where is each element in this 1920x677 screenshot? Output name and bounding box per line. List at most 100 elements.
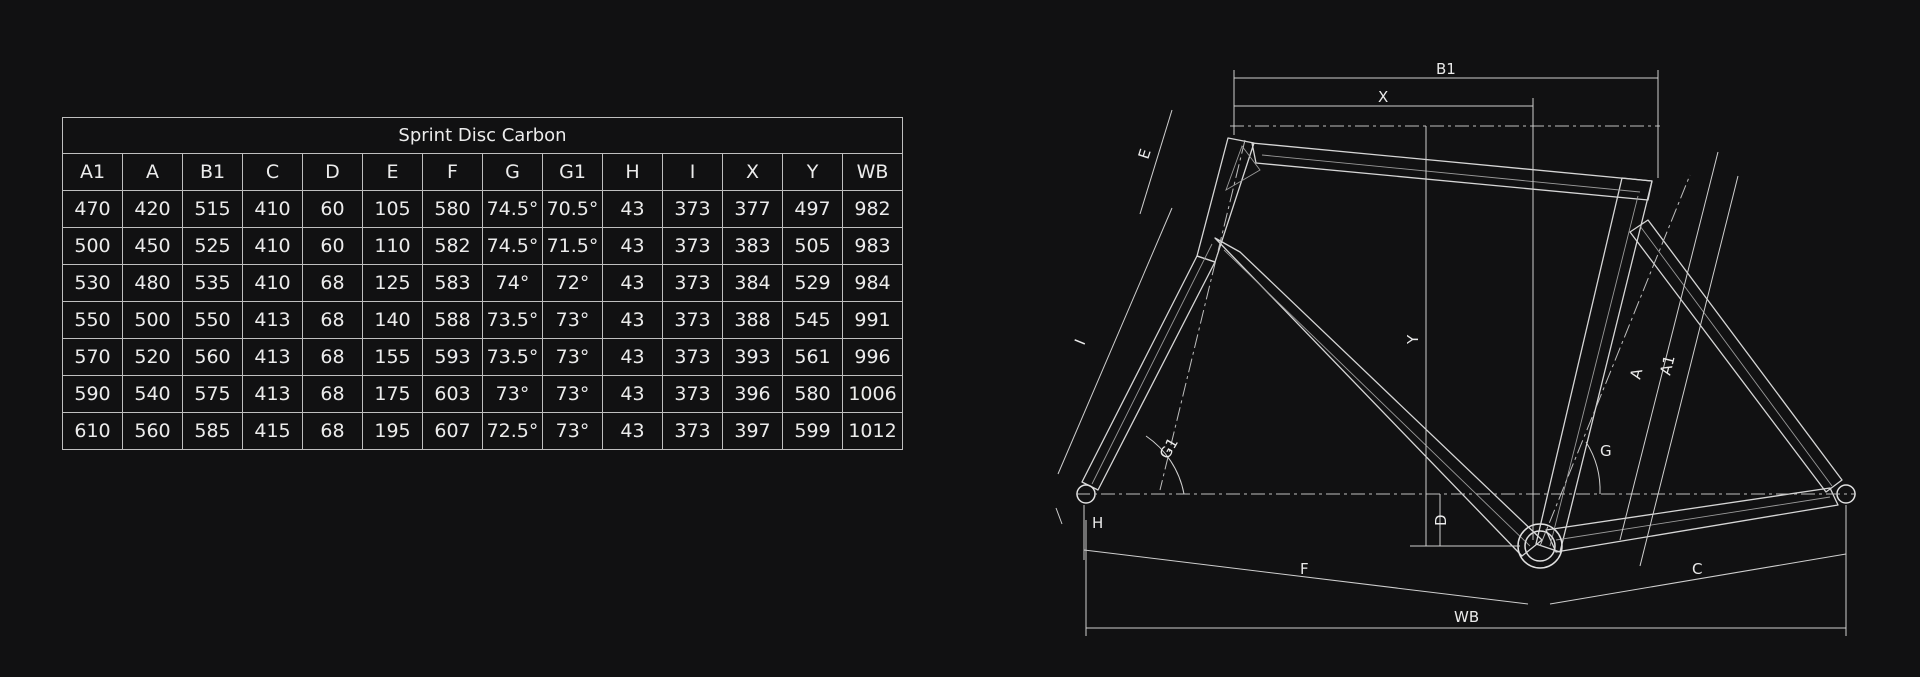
table-cell: 599 — [782, 412, 843, 450]
table-cell: 68 — [302, 412, 363, 450]
table-cell: 413 — [242, 338, 303, 376]
table-cell: 1006 — [842, 375, 903, 413]
table-cell: 68 — [302, 338, 363, 376]
table-cell: 984 — [842, 264, 903, 302]
table-cell: 68 — [302, 375, 363, 413]
label-e: E — [1135, 147, 1155, 162]
table-cell: 73° — [542, 338, 603, 376]
table-cell: 73° — [542, 375, 603, 413]
label-g: G — [1600, 442, 1612, 460]
table-cell: 71.5° — [542, 227, 603, 265]
column-header: WB — [842, 153, 903, 191]
table-cell: 373 — [662, 375, 723, 413]
label-f: F — [1300, 560, 1309, 578]
table-cell: 415 — [242, 412, 303, 450]
table-cell: 470 — [62, 190, 123, 228]
down-tube — [1214, 237, 1543, 557]
table-cell: 530 — [62, 264, 123, 302]
table-title: Sprint Disc Carbon — [62, 117, 903, 154]
table-cell: 497 — [782, 190, 843, 228]
seat-stay — [1629, 219, 1843, 493]
column-header: A1 — [62, 153, 123, 191]
table-cell: 580 — [782, 375, 843, 413]
table-cell: 43 — [602, 375, 663, 413]
table-cell: 125 — [362, 264, 423, 302]
table-cell: 383 — [722, 227, 783, 265]
table-cell: 500 — [122, 301, 183, 339]
top-tube — [1251, 142, 1653, 201]
label-g1: G1 — [1156, 435, 1182, 462]
table-cell: 384 — [722, 264, 783, 302]
table-cell: 982 — [842, 190, 903, 228]
table-cell: 396 — [722, 375, 783, 413]
column-header: G1 — [542, 153, 603, 191]
table-cell: 550 — [182, 301, 243, 339]
table-cell: 195 — [362, 412, 423, 450]
label-b1: B1 — [1436, 60, 1456, 78]
table-cell: 74° — [482, 264, 543, 302]
table-cell: 68 — [302, 264, 363, 302]
table-cell: 373 — [662, 264, 723, 302]
table-cell: 60 — [302, 190, 363, 228]
table-cell: 43 — [602, 264, 663, 302]
table-cell: 74.5° — [482, 227, 543, 265]
table-cell: 413 — [242, 301, 303, 339]
table-cell: 72° — [542, 264, 603, 302]
table-cell: 515 — [182, 190, 243, 228]
table-cell: 397 — [722, 412, 783, 450]
table-cell: 60 — [302, 227, 363, 265]
table-cell: 373 — [662, 227, 723, 265]
table-cell: 450 — [122, 227, 183, 265]
table-cell: 373 — [662, 412, 723, 450]
table-cell: 74.5° — [482, 190, 543, 228]
table-cell: 560 — [182, 338, 243, 376]
table-cell: 520 — [122, 338, 183, 376]
column-header: Y — [782, 153, 843, 191]
label-h: H — [1092, 514, 1103, 532]
table-cell: 420 — [122, 190, 183, 228]
label-y: Y — [1404, 334, 1422, 345]
table-cell: 588 — [422, 301, 483, 339]
table-cell: 582 — [422, 227, 483, 265]
table-cell: 72.5° — [482, 412, 543, 450]
table-cell: 525 — [182, 227, 243, 265]
table-cell: 393 — [722, 338, 783, 376]
column-header: F — [422, 153, 483, 191]
table-cell: 607 — [422, 412, 483, 450]
table-cell: 593 — [422, 338, 483, 376]
label-a1: A1 — [1656, 353, 1678, 377]
table-cell: 560 — [122, 412, 183, 450]
table-cell: 575 — [182, 375, 243, 413]
table-cell: 68 — [302, 301, 363, 339]
chain-stay — [1545, 487, 1839, 553]
label-a: A — [1626, 366, 1646, 381]
table-cell: 583 — [422, 264, 483, 302]
label-x: X — [1378, 88, 1388, 106]
table-cell: 996 — [842, 338, 903, 376]
table-cell: 535 — [182, 264, 243, 302]
column-header: B1 — [182, 153, 243, 191]
table-cell: 540 — [122, 375, 183, 413]
table-cell: 603 — [422, 375, 483, 413]
table-cell: 155 — [362, 338, 423, 376]
fork — [1081, 255, 1216, 491]
table-cell: 505 — [782, 227, 843, 265]
table-cell: 73° — [542, 412, 603, 450]
label-i: I — [1071, 337, 1089, 348]
table-cell: 175 — [362, 375, 423, 413]
table-cell: 1012 — [842, 412, 903, 450]
table-cell: 610 — [62, 412, 123, 450]
table-cell: 110 — [362, 227, 423, 265]
table-cell: 105 — [362, 190, 423, 228]
seat-tube — [1535, 177, 1653, 553]
table-cell: 983 — [842, 227, 903, 265]
